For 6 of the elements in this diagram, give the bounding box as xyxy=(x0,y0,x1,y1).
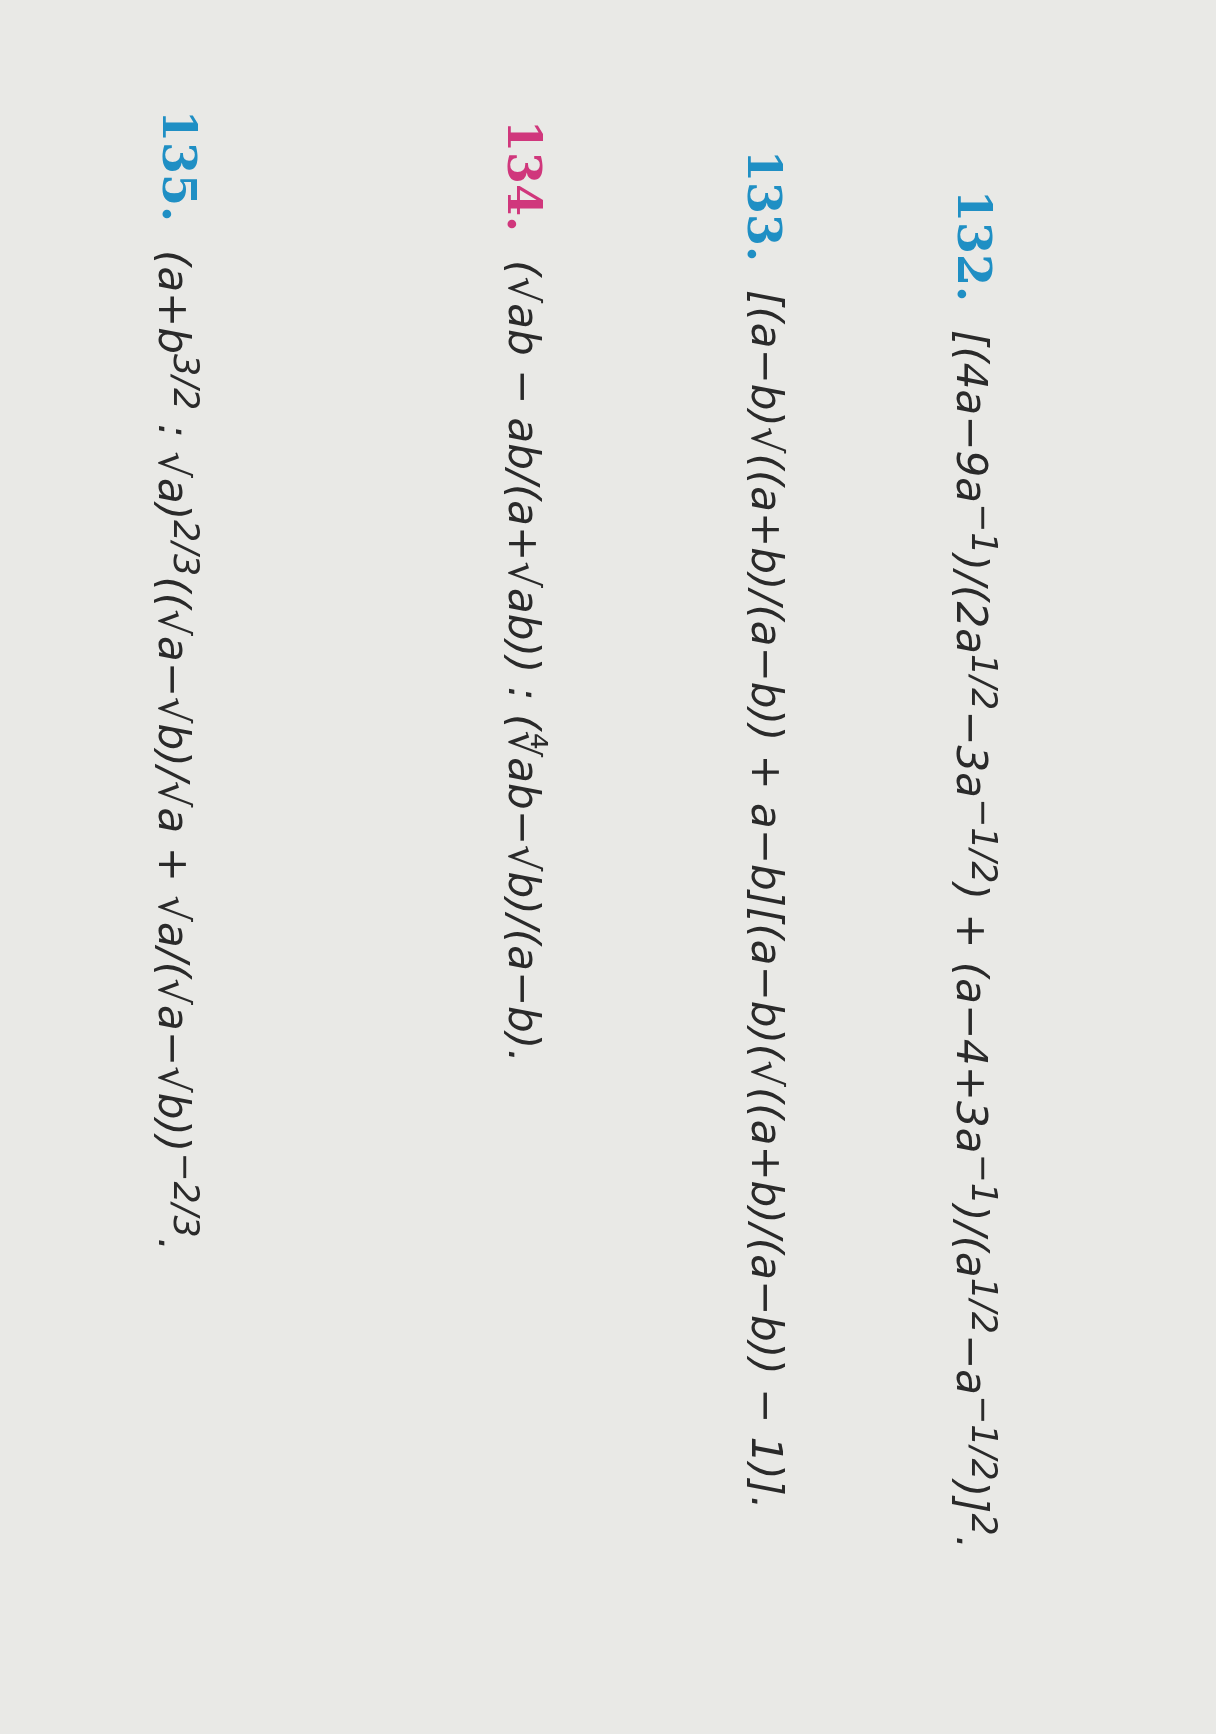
problem-number: 135. xyxy=(152,110,206,223)
problem-number: 132. xyxy=(947,190,1001,303)
math-expression: [(a−b)√((a+b)/(a−b)) + a−b][(a−b)(√((a+b)/(a−b)) − 1)]. xyxy=(742,290,791,1510)
problem-number: 133. xyxy=(737,150,791,263)
math-expression: (√ab − ab/(a+√ab)) : (∜ab−√b)/(a−b). xyxy=(499,260,548,1063)
problem-number: 134. xyxy=(497,120,551,233)
